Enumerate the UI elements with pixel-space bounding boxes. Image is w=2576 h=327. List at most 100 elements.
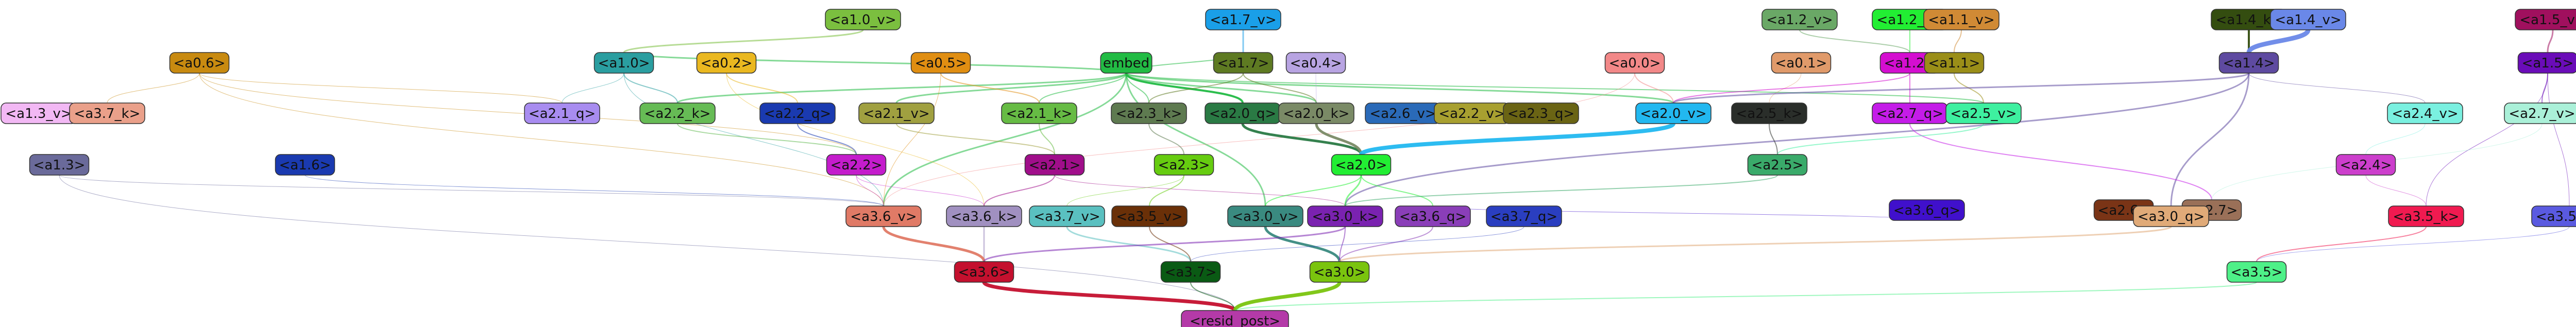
node-label: <a2.4> <box>2340 158 2392 173</box>
edge-a2_0-to-a3_0_v <box>1265 175 1362 206</box>
node-label: <a1.6> <box>279 158 331 173</box>
edge-a3_7_q-to-a3_7 <box>1190 226 1524 262</box>
node-a1-6[interactable]: <a1.6> <box>275 154 335 176</box>
node-a2-1-v[interactable]: <a2.1_v> <box>858 102 935 124</box>
node-resid-post[interactable]: <resid_post> <box>1181 310 1289 327</box>
node-a2-0-k[interactable]: <a2.0_k> <box>1278 102 1354 124</box>
node-a0-6[interactable]: <a0.6> <box>169 52 230 74</box>
node-a2-5-k[interactable]: <a2.5_k> <box>1731 102 1807 124</box>
node-a3-7[interactable]: <a3.7> <box>1160 261 1221 283</box>
node-a2-2[interactable]: <a2.2> <box>826 154 887 176</box>
node-a2-0[interactable]: <a2.0> <box>1331 154 1392 176</box>
node-box <box>1285 52 1346 74</box>
node-a3-0-v[interactable]: <a3.0_v> <box>1227 205 1303 227</box>
edge-a2_5_v-to-a2_5 <box>1777 123 1984 155</box>
node-a2-1-k[interactable]: <a2.1_k> <box>1001 102 1077 124</box>
node-a0-2[interactable]: <a0.2> <box>696 52 757 74</box>
node-a1-1[interactable]: <a1.1> <box>1924 52 1985 74</box>
node-box <box>759 102 836 124</box>
node-a3-0-k[interactable]: <a3.0_k> <box>1307 205 1383 227</box>
node-a2-5[interactable]: <a2.5> <box>1747 154 1808 176</box>
node-a0-1[interactable]: <a0.1> <box>1771 52 1832 74</box>
node-a3-5-q[interactable]: <a3.5_q> <box>2531 205 2576 227</box>
node-a0-0[interactable]: <a0.0> <box>1604 52 1665 74</box>
node-a2-6-v[interactable]: <a2.6_v> <box>1365 102 1441 124</box>
node-a1-5-v[interactable]: <a1.5_v> <box>2515 9 2576 30</box>
node-a2-7-v[interactable]: <a2.7_v> <box>2504 102 2576 124</box>
edge-embed-to-a2_2_k <box>676 72 1127 104</box>
node-box <box>1307 205 1383 227</box>
node-a1-1-v[interactable]: <a1.1_v> <box>1923 9 1999 30</box>
node-a1-3[interactable]: <a1.3> <box>29 154 90 176</box>
node-a3-6-v[interactable]: <a3.6_v> <box>845 205 922 227</box>
node-a1-0-v[interactable]: <a1.0_v> <box>825 9 901 30</box>
node-a1-7-v[interactable]: <a1.7_v> <box>1205 9 1281 30</box>
node-label: <a2.2_k> <box>645 106 711 122</box>
node-a3-6-q[interactable]: <a3.6_q> <box>1889 199 1965 221</box>
node-label: <a1.4_v> <box>2275 12 2341 28</box>
node-box <box>2531 205 2576 227</box>
node-a3-0[interactable]: <a3.0> <box>1309 261 1370 283</box>
node-a2-3[interactable]: <a2.3> <box>1154 154 1214 176</box>
node-a2-2-k[interactable]: <a2.2_k> <box>639 102 716 124</box>
node-a2-0-q[interactable]: <a2.0_q> <box>1205 102 1281 124</box>
edge-a2_3-to-a3_5_v <box>1149 175 1184 206</box>
node-label: <a2.1_k> <box>1006 106 1073 122</box>
node-a2-5-v[interactable]: <a2.5_v> <box>1945 102 2022 124</box>
edge-a1_4_v-to-a1_4 <box>2246 29 2311 54</box>
edge-embed-to-a2_0_v <box>1125 72 1674 104</box>
node-a3-5[interactable]: <a3.5> <box>2226 261 2287 283</box>
edge-embed-to-a2_1_k <box>1039 73 1127 104</box>
node-a0-5[interactable]: <a0.5> <box>910 52 971 74</box>
node-a1-4-v[interactable]: <a1.4_v> <box>2270 9 2346 30</box>
node-a2-7-q[interactable]: <a2.7_q> <box>1872 102 1948 124</box>
node-label: <a1.5> <box>2522 56 2574 71</box>
edge-a1_5_v-to-a1_5 <box>2547 29 2554 53</box>
node-box <box>524 102 600 124</box>
node-a3-5-k[interactable]: <a3.5_k> <box>2388 205 2464 227</box>
node-label: <a0.1> <box>1775 56 1827 71</box>
node-embed[interactable]: embed <box>1100 52 1153 74</box>
edge-a1_4-to-a3_0_q <box>2170 73 2250 206</box>
node-a1-5[interactable]: <a1.5> <box>2517 52 2576 74</box>
node-a3-7-k[interactable]: <a3.7_k> <box>69 102 145 124</box>
node-label: <a3.6> <box>958 265 1010 280</box>
node-a3-5-v[interactable]: <a3.5_v> <box>1111 205 1188 227</box>
node-a2-2-q[interactable]: <a2.2_q> <box>759 102 836 124</box>
node-label: <a2.3_q> <box>1507 106 1574 122</box>
node-label: <a3.6_q> <box>1399 209 1466 225</box>
edges-layer <box>59 29 2570 312</box>
edge-a2_4_v-to-a2_4 <box>2365 123 2426 155</box>
node-box <box>946 205 1022 227</box>
node-a2-0-v[interactable]: <a2.0_v> <box>1635 102 1711 124</box>
node-a2-4[interactable]: <a2.4> <box>2335 154 2396 176</box>
node-a2-1[interactable]: <a2.1> <box>1024 154 1085 176</box>
node-a1-7[interactable]: <a1.7> <box>1213 52 1274 74</box>
node-a1-4[interactable]: <a1.4> <box>2218 52 2279 74</box>
node-a3-0-q[interactable]: <a3.0_q> <box>2133 205 2209 227</box>
node-box <box>1771 52 1832 74</box>
node-a2-1-q[interactable]: <a2.1_q> <box>524 102 600 124</box>
node-box <box>825 9 901 30</box>
node-a1-3-v[interactable]: <a1.3_v> <box>1 102 77 124</box>
node-a2-2-v[interactable]: <a2.2_v> <box>1434 102 1510 124</box>
node-label: <a1.5_v> <box>2519 12 2576 28</box>
edge-a1_2-to-a2_0_v <box>1673 73 1910 104</box>
node-a3-6-q2[interactable]: <a3.6_q> <box>1395 205 1471 227</box>
node-a3-7-v[interactable]: <a3.7_v> <box>1029 205 1105 227</box>
node-label: <a1.4> <box>2223 56 2275 71</box>
node-a2-3-q[interactable]: <a2.3_q> <box>1503 102 1579 124</box>
node-a1-2-v[interactable]: <a1.2_v> <box>1761 9 1838 30</box>
edge-a0_2-to-a2_2_q <box>726 73 798 104</box>
node-a2-4-v[interactable]: <a2.4_v> <box>2387 102 2463 124</box>
edge-a3_5_q-to-a3_5 <box>2256 226 2570 262</box>
node-a3-6-k[interactable]: <a3.6_k> <box>946 205 1022 227</box>
node-a3-6[interactable]: <a3.6> <box>954 261 1014 283</box>
node-a2-3-k[interactable]: <a2.3_k> <box>1111 102 1187 124</box>
edge-a1_5-to-a3_5_q <box>2547 73 2570 206</box>
node-a1-0[interactable]: <a1.0> <box>594 52 654 74</box>
node-label: <a1.1> <box>1928 56 1980 71</box>
node-a0-4[interactable]: <a0.4> <box>1285 52 1346 74</box>
edge-a0_6-to-a3_6_v <box>199 73 884 206</box>
node-a3-7-q[interactable]: <a3.7_q> <box>1486 205 1562 227</box>
